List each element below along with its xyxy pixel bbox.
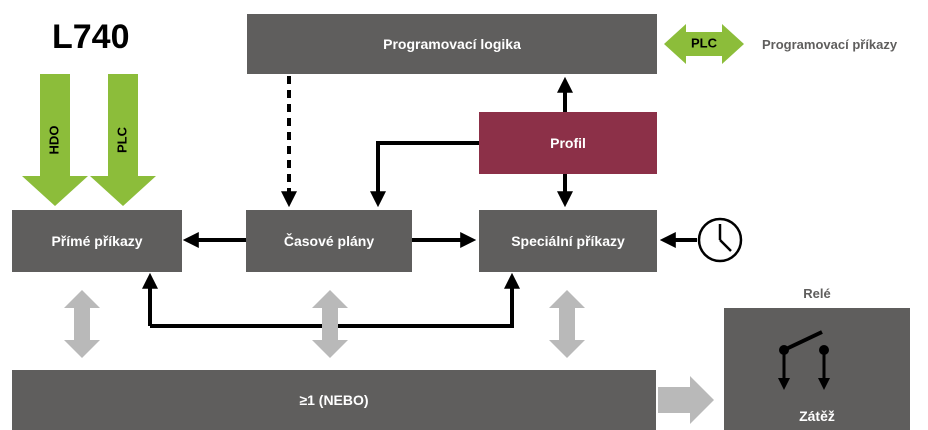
profile-box: Profil [479, 112, 657, 174]
load-label: Zátěž [799, 408, 835, 424]
relay-box [724, 308, 910, 430]
hdo-label: HDO [46, 126, 61, 155]
hdo-input-arrow: HDO [22, 74, 88, 206]
special-commands-box: Speciální příkazy [479, 210, 657, 272]
plc-link-label: PLC [691, 35, 718, 50]
direct-commands-box: Přímé příkazy [12, 210, 182, 272]
device-title: L740 [52, 18, 130, 56]
clock-icon [697, 217, 743, 263]
profile-to-schedules-arrow [370, 141, 479, 208]
time-schedules-box: Časové plány [246, 210, 412, 272]
gray-double-arrow-schedules [312, 290, 348, 358]
gray-double-arrow-direct [64, 290, 100, 358]
plc-input-label: PLC [114, 126, 129, 153]
relay-switch-icon [778, 330, 830, 390]
plc-description: Programovací příkazy [762, 37, 898, 52]
plc-link-arrow: PLC [664, 24, 744, 64]
plc-input-arrow: PLC [90, 74, 156, 206]
loop-to-special-arrow [150, 272, 520, 328]
or-to-relay-arrow [658, 376, 714, 424]
programming-logic-box: Programovací logika [247, 14, 657, 74]
or-block-box: ≥1 (NEBO) [12, 370, 656, 430]
relay-label: Relé [803, 286, 831, 301]
gray-double-arrow-special [549, 290, 585, 358]
